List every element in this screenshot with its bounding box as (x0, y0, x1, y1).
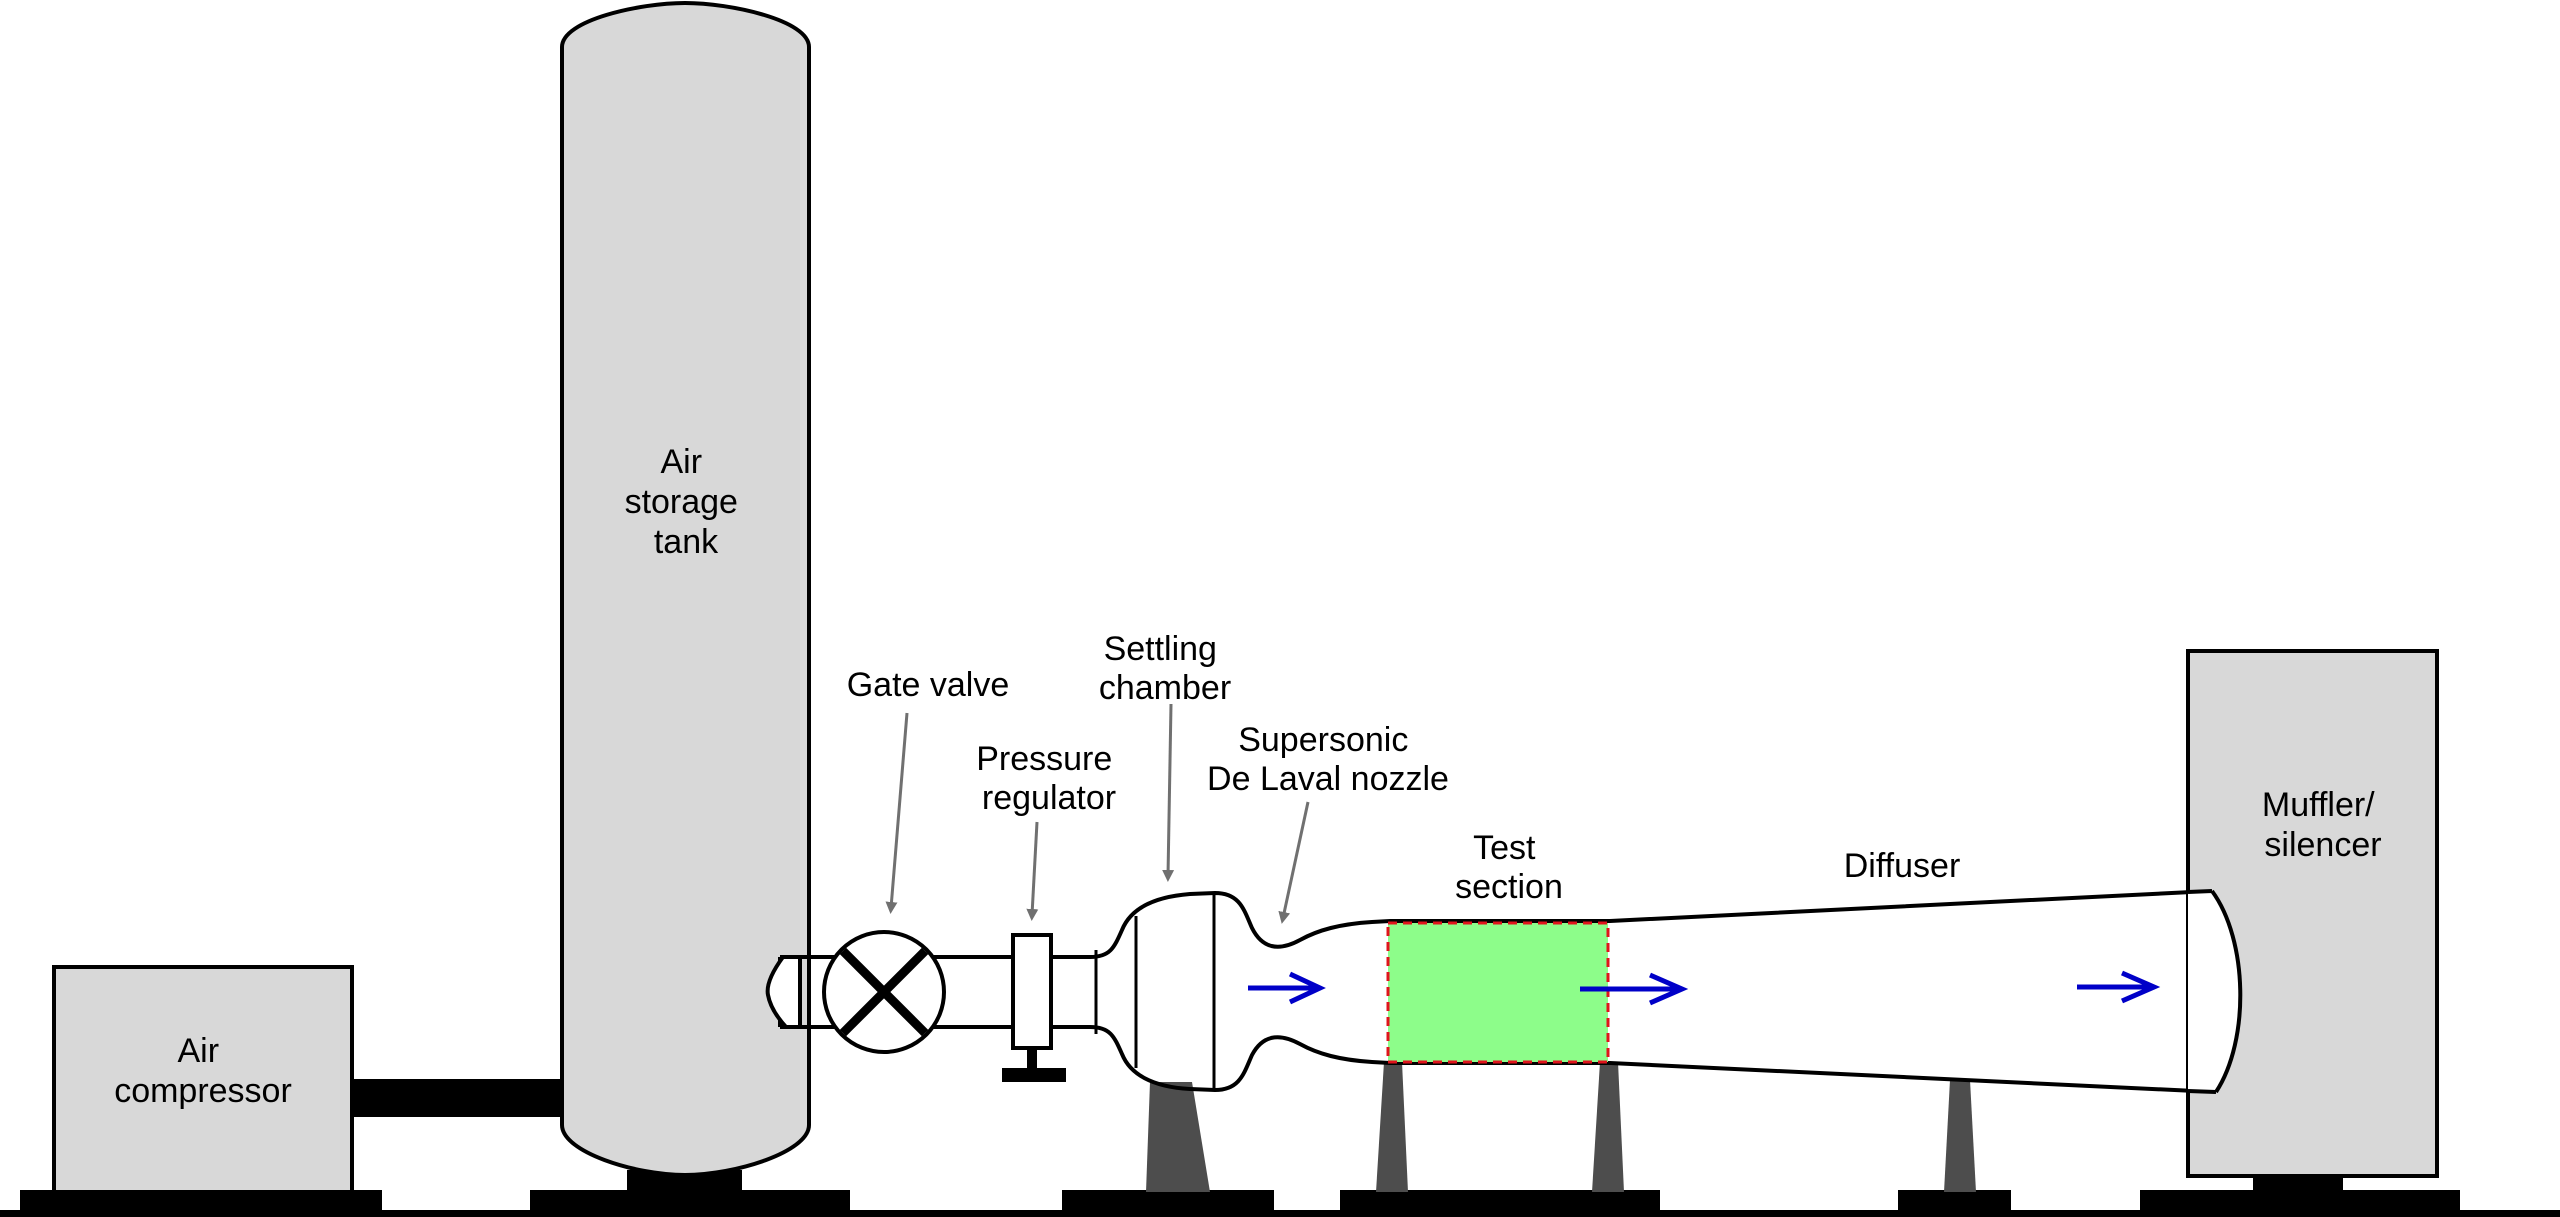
muffler-silencer-label: Muffler/ silencer (2262, 786, 2384, 864)
air-storage-tank (560, 0, 811, 1178)
ground-line (0, 1210, 2560, 1217)
nozzle-upper-wall (1051, 889, 2213, 959)
settling-chamber-screens (1094, 893, 1216, 1090)
nozzle-leader (1278, 801, 1310, 924)
flow-arrow-icon-3 (2077, 970, 2161, 1004)
pressure-regulator-leader (1026, 821, 1039, 921)
test-section-stand-left (1376, 1062, 1408, 1192)
air-storage-tank-label: Air storage tank (625, 443, 748, 561)
settling-chamber-label: Settling chamber (1099, 630, 1231, 707)
diffuser-exit-curve-overlay (2188, 891, 2241, 1092)
air-compressor-label: Air compressor (114, 1032, 292, 1110)
pressure-regulator-label: Pressure regulator (976, 740, 1122, 817)
tank-slab (530, 1190, 850, 1212)
diffuser-slab (1898, 1190, 2011, 1212)
diffuser-label: Diffuser (1844, 847, 1961, 885)
muffler-slab (2140, 1190, 2460, 1212)
chamber-slab (1062, 1190, 1274, 1212)
gate-valve-icon (822, 930, 946, 1054)
pressure-regulator (1002, 933, 1066, 1082)
flow-arrow-icon-2 (1580, 972, 1689, 1006)
test-section-slab (1340, 1190, 1660, 1212)
pipe-end-cap (765, 955, 802, 1029)
test-section-window (1386, 921, 1610, 1064)
compressor-pipe (352, 1079, 564, 1117)
gate-valve-leader (885, 712, 909, 914)
nozzle-lower-wall (1051, 1025, 2217, 1094)
diffuser-stand (1944, 1080, 1976, 1192)
muffler-silencer-box (2186, 649, 2439, 1178)
chamber-stand (1146, 1082, 1210, 1192)
settling-chamber-leader (1162, 703, 1175, 882)
test-section-stand-right (1592, 1062, 1624, 1192)
nozzle-label: Supersonic De Laval nozzle (1207, 721, 1449, 798)
flow-arrow-icon-1 (1248, 971, 1326, 1005)
foundation-slabs (20, 1170, 2460, 1212)
diffuser-exit-curve-line (2187, 889, 2243, 1094)
muffler-pedestal (2253, 1176, 2343, 1192)
leader-lines (885, 703, 1310, 924)
gate-valve-label: Gate valve (847, 666, 1010, 704)
compressor-slab (20, 1190, 382, 1212)
support-stands (1146, 1062, 1976, 1192)
air-compressor-box (52, 965, 354, 1194)
flow-arrows (1248, 970, 2161, 1006)
test-section-label: Test section (1455, 829, 1563, 906)
tank-pedestal (627, 1170, 742, 1192)
